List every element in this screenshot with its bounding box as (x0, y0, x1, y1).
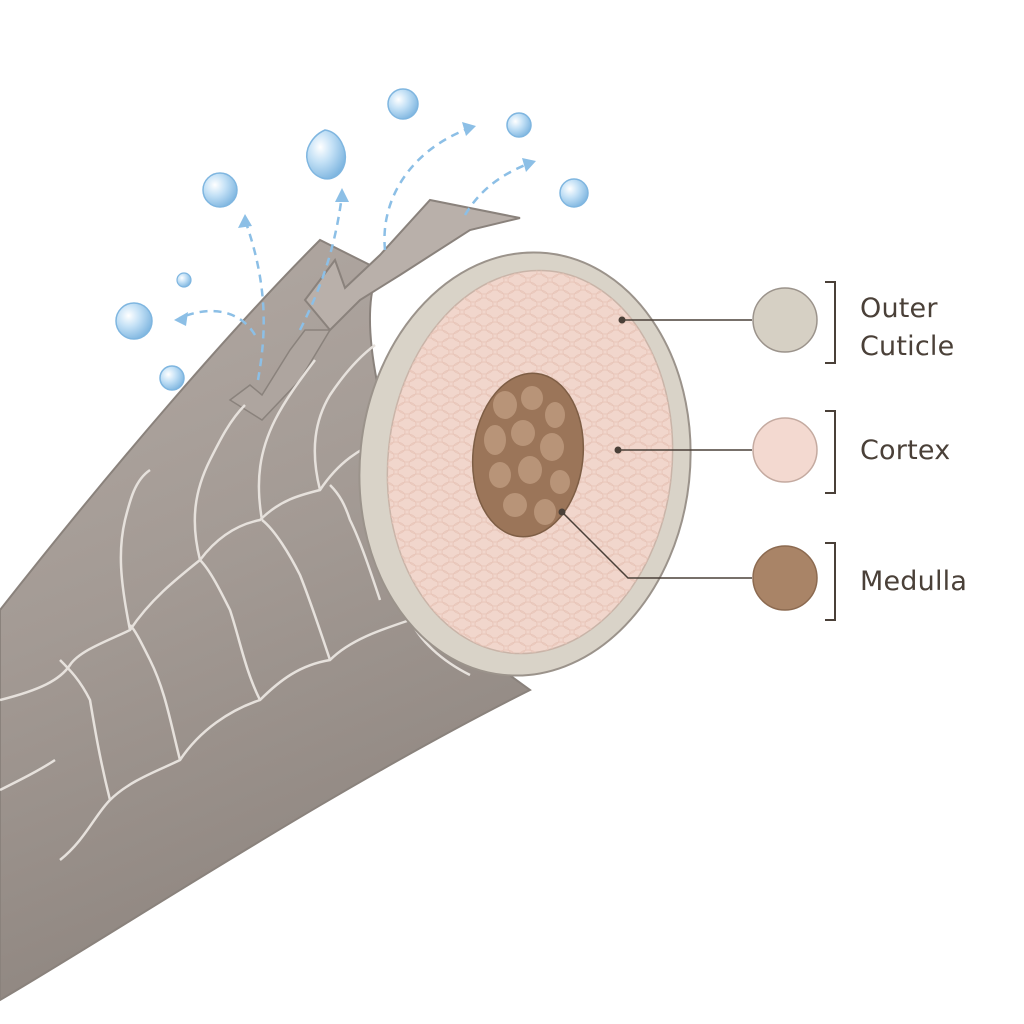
water-droplet-icon (115, 88, 589, 391)
lifted-cuticle-flap (228, 329, 332, 421)
arrowheads (174, 122, 536, 326)
legend-swatch-cuticle (752, 287, 818, 353)
legend-label-medulla: Medulla (860, 566, 968, 597)
leader-dots (558, 316, 626, 516)
hair-cross-section (358, 251, 692, 677)
legend-brackets (825, 281, 836, 621)
leader-lines (561, 319, 752, 579)
hair-shaft (0, 198, 532, 1002)
legend-label-outer-cuticle: Outer Cuticle (860, 293, 955, 362)
legend-swatch-cortex (752, 417, 818, 483)
legend-label-cortex: Cortex (860, 435, 951, 466)
dashed-curved-arrow-icon (179, 126, 531, 381)
leader-line-medulla (561, 511, 752, 579)
medulla-cells (484, 386, 570, 525)
lifted-cuticle-flap (303, 198, 521, 332)
legend-swatch-medulla (752, 545, 818, 611)
